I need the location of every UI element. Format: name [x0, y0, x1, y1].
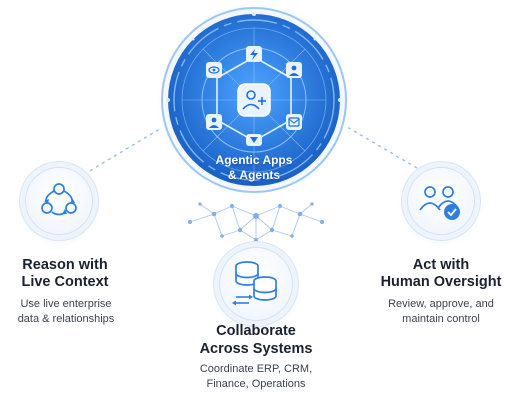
collaborate-title-line1: Collaborate — [216, 323, 296, 339]
act-desc-line2: maintain control — [402, 313, 480, 325]
act-desc-line1: Review, approve, and — [388, 298, 494, 310]
cycle-nodes-icon — [41, 183, 77, 216]
reason-node — [26, 168, 92, 234]
reason-desc-line1: Use live enterprise — [20, 298, 112, 310]
collaborate-title-line2: Across Systems — [199, 341, 313, 357]
collaborate-desc-line1: Coordinate ERP, CRM, — [199, 363, 313, 375]
satellite-icon-person — [286, 62, 302, 78]
network-nodes — [188, 202, 324, 242]
act-node — [408, 168, 474, 234]
satellite-icon-user — [206, 114, 222, 130]
act-title-line2: Human Oversight — [380, 274, 502, 290]
hub-graphic — [157, 3, 351, 197]
agentic-hub: Agentic Apps & Agents — [156, 2, 352, 198]
hub-label-line1: Agentic Apps — [215, 153, 293, 167]
reason-desc-line2: data & relationships — [17, 313, 115, 325]
satellite-icon-eye — [206, 62, 222, 78]
satellite-icon-arrow-down — [246, 134, 262, 146]
act-title-line1: Act with — [412, 257, 470, 273]
database-sync-icon — [232, 261, 277, 306]
people-check-icon — [419, 186, 460, 220]
collaborate-node — [220, 248, 292, 320]
hub-label-line2: & Agents — [227, 168, 281, 182]
network-mesh — [189, 203, 323, 241]
person-plus-icon — [242, 90, 266, 110]
reason-title-line2: Live Context — [21, 274, 109, 290]
satellite-icon-mail — [286, 114, 302, 130]
collaborate-desc-line2: Finance, Operations — [206, 378, 306, 390]
satellite-icon-lightning — [246, 46, 262, 62]
reason-title-line1: Reason with — [22, 257, 108, 273]
